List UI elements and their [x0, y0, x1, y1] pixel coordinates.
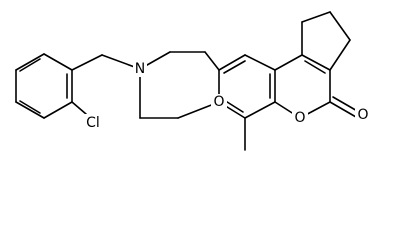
central-benzene-ring — [218, 54, 276, 119]
oxazine-oxygen-label: O — [213, 94, 224, 110]
chlorine-bond — [71, 101, 87, 115]
lactone-ring-oxygen-atom: O — [292, 110, 308, 126]
carbonyl-oxygen-label: O — [357, 107, 368, 123]
lactone-ring-oxygen-label: O — [294, 110, 305, 126]
cyclopentane-ring — [301, 11, 351, 71]
chlorine-label: Cl — [86, 115, 100, 131]
nitrogen-atom: N — [133, 61, 147, 77]
nitrogen-label: N — [135, 61, 145, 77]
benzyl-linker — [71, 54, 141, 71]
carbonyl-double-bond — [329, 96, 360, 118]
chlorine-atom: Cl — [83, 114, 105, 132]
carbonyl-oxygen-atom: O — [355, 107, 371, 123]
chemical-structure-diagram: N O O O Cl — [15, 11, 371, 151]
lactone-ring — [274, 54, 331, 119]
oxazine-oxygen-atom: O — [211, 94, 227, 110]
chlorophenyl-ring — [15, 53, 73, 119]
oxazine-ring — [139, 51, 220, 119]
